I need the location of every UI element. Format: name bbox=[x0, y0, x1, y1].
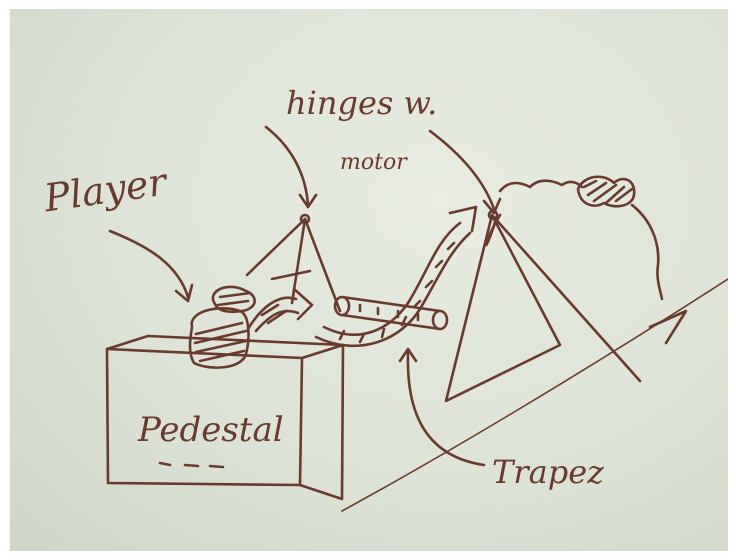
arrow-trapez bbox=[400, 349, 484, 465]
jump-arrow bbox=[248, 289, 312, 331]
motion-curve bbox=[316, 207, 476, 346]
label-trapez: Trapez bbox=[492, 456, 604, 488]
player-figure bbox=[190, 287, 255, 368]
arrow-hinges-left bbox=[266, 127, 316, 207]
label-motor: motor bbox=[340, 152, 407, 174]
hinge-bar bbox=[335, 297, 447, 329]
left-trapez bbox=[247, 215, 340, 311]
arrow-player bbox=[110, 231, 192, 301]
right-trapez bbox=[446, 211, 640, 401]
label-pedestal: Pedestal bbox=[138, 413, 284, 447]
flying-player bbox=[500, 177, 662, 299]
arrow-hinges-right bbox=[430, 131, 500, 213]
label-hinges: hinges w. bbox=[286, 87, 437, 119]
whiteboard: Player hinges w. motor Pedestal Trapez bbox=[10, 9, 728, 551]
